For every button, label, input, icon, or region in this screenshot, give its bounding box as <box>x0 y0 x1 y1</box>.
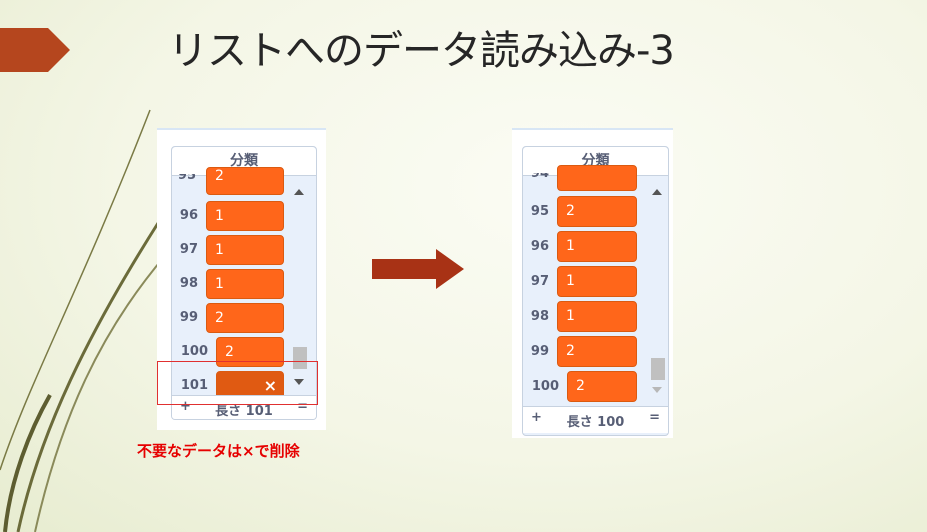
row-index: 98 <box>530 309 549 324</box>
add-item-button[interactable]: + <box>531 410 542 425</box>
resize-handle[interactable]: = <box>297 399 308 414</box>
scroll-up-icon[interactable] <box>294 189 304 195</box>
scroll-down-icon[interactable] <box>294 379 304 385</box>
list-cell[interactable]: 1 <box>557 231 637 262</box>
row-index: 100 <box>180 344 208 359</box>
list-cell[interactable] <box>557 165 637 191</box>
list-monitor-before: 分類 95 2 96 1 97 1 98 1 99 2 100 2 101 <box>171 146 317 420</box>
delete-icon[interactable]: × <box>263 376 277 395</box>
list-cell[interactable]: 1 <box>206 201 284 231</box>
scroll-up-icon[interactable] <box>652 189 662 195</box>
list-cell[interactable]: 2 <box>216 337 284 367</box>
list-cell[interactable]: 1 <box>557 266 637 297</box>
row-index: 96 <box>530 239 549 254</box>
list-cell[interactable]: 1 <box>557 301 637 332</box>
resize-handle[interactable]: = <box>649 410 660 425</box>
list-footer: + 長さ 101 = <box>172 395 316 419</box>
list-cell[interactable]: 2 <box>557 336 637 367</box>
list-length: 長さ 101 <box>215 404 273 419</box>
row-index: 100 <box>531 379 559 394</box>
list-footer: + 長さ 100 = <box>523 406 668 433</box>
list-cell[interactable]: 2 <box>206 303 284 333</box>
row-index: 94 <box>525 173 549 179</box>
row-index: 95 <box>530 204 549 219</box>
list-cell[interactable]: 2 <box>557 196 637 227</box>
row-index: 95 <box>177 174 196 183</box>
scroll-down-icon[interactable] <box>652 387 662 393</box>
slide-title: リストへのデータ読み込み-3 <box>168 28 675 74</box>
list-cell[interactable]: 2 <box>206 167 284 195</box>
delete-caption: 不要なデータは×で削除 <box>137 442 300 460</box>
row-index: 101 <box>180 378 208 393</box>
list-monitor-after: 分類 94 95 2 96 1 97 1 98 1 99 2 100 2 <box>522 146 669 436</box>
title-arrow-icon <box>0 28 70 72</box>
list-cell[interactable]: 2 <box>567 371 637 402</box>
list-length: 長さ 100 <box>566 415 625 430</box>
right-arrow-icon <box>372 249 464 289</box>
decorative-grass <box>0 109 171 532</box>
row-index: 99 <box>179 310 198 325</box>
row-index: 99 <box>530 344 549 359</box>
list-cell[interactable]: 1 <box>206 269 284 299</box>
list-panel-before: 分類 95 2 96 1 97 1 98 1 99 2 100 2 101 <box>157 128 326 430</box>
scrollbar-thumb[interactable] <box>293 347 307 369</box>
row-index: 96 <box>179 208 198 223</box>
row-index: 97 <box>530 274 549 289</box>
highlight-box <box>157 361 318 405</box>
row-index: 97 <box>179 242 198 257</box>
row-index: 98 <box>179 276 198 291</box>
list-cell[interactable]: 1 <box>206 235 284 265</box>
add-item-button[interactable]: + <box>180 399 191 414</box>
scrollbar-thumb[interactable] <box>651 358 665 380</box>
list-panel-after: 分類 94 95 2 96 1 97 1 98 1 99 2 100 2 <box>512 128 673 438</box>
